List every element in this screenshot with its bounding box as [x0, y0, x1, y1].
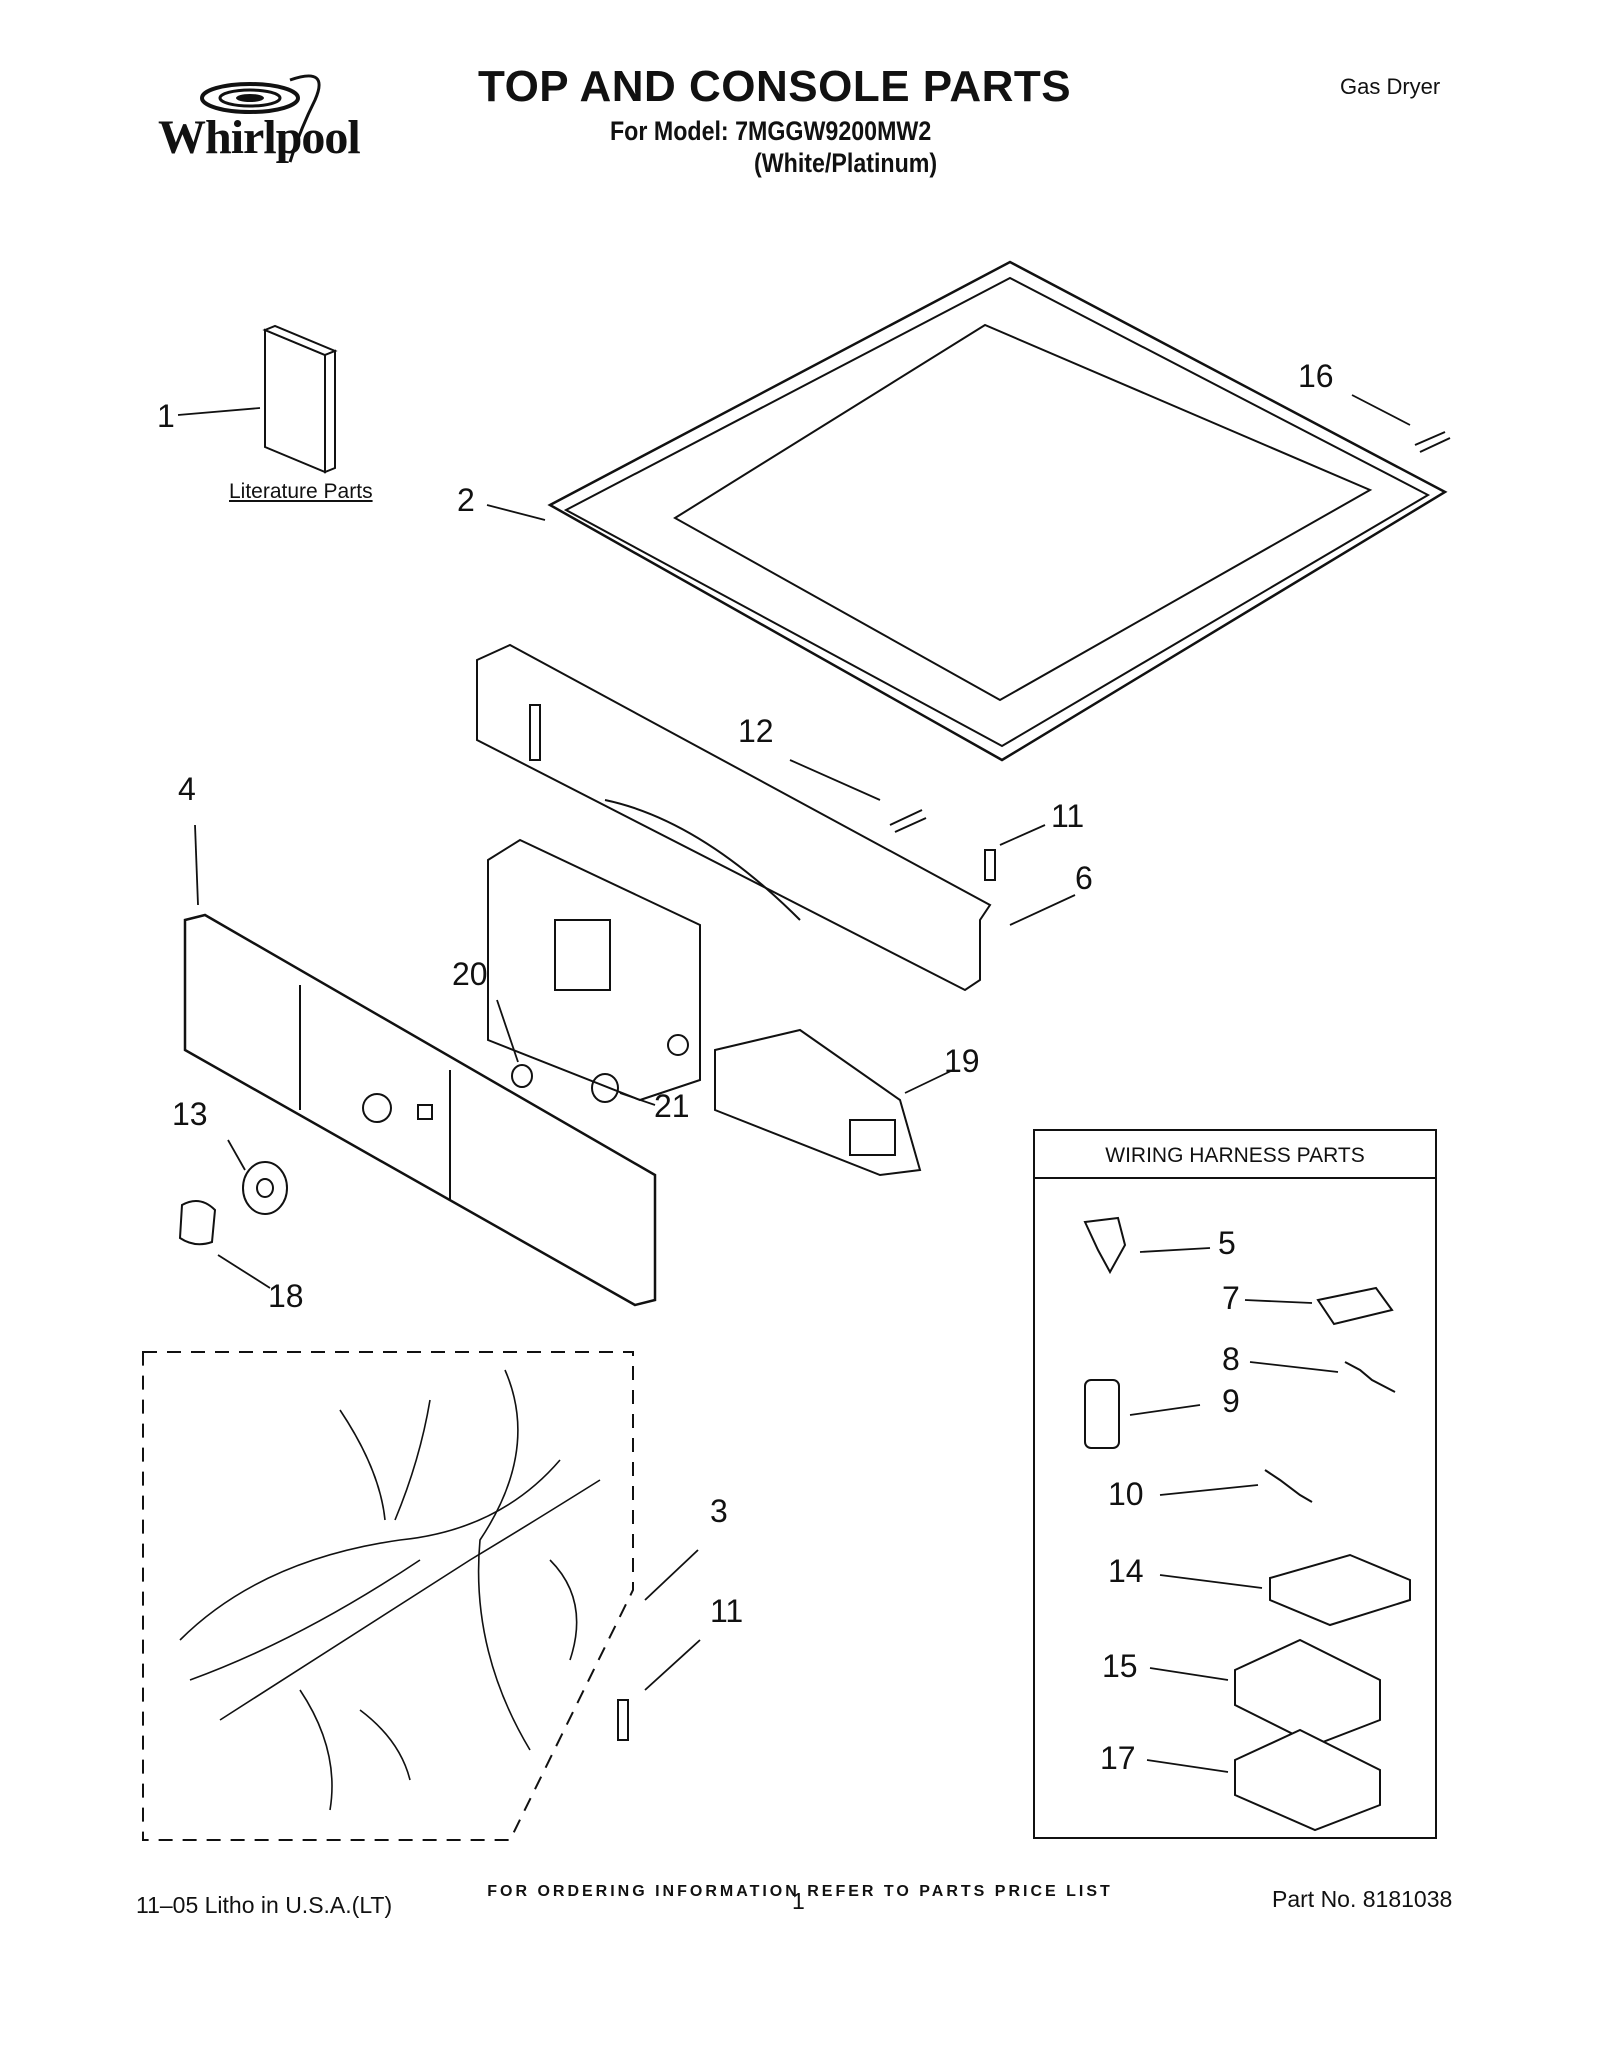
litho-line: 11–05 Litho in U.S.A.(LT)	[136, 1892, 393, 1918]
swirl-icon	[200, 74, 321, 163]
callout-14: 14	[1108, 1553, 1144, 1589]
variant-line: (White/Platinum)	[754, 148, 938, 178]
callout-19: 19	[944, 1043, 980, 1079]
product-type: Gas Dryer	[1340, 74, 1441, 99]
callout-12: 12	[738, 713, 774, 749]
screw-11	[984, 849, 996, 881]
callout-16: 16	[1298, 358, 1334, 394]
page-number: 1	[792, 1888, 805, 1914]
callout-21: 21	[654, 1088, 690, 1124]
console-panel	[183, 913, 657, 1307]
callout-8: 8	[1222, 1341, 1240, 1377]
top-panel	[547, 260, 1448, 762]
knob	[178, 1200, 217, 1246]
part-number: Part No. 8181038	[1272, 1886, 1453, 1912]
screw-11b	[617, 1699, 629, 1741]
callout-17: 17	[1100, 1740, 1136, 1776]
page-title: TOP AND CONSOLE PARTS	[478, 62, 1072, 111]
callout-11b: 11	[710, 1593, 744, 1629]
callout-15: 15	[1102, 1648, 1138, 1684]
callout-4: 4	[178, 771, 196, 807]
wiring-box-title: WIRING HARNESS PARTS	[1105, 1144, 1365, 1167]
callout-18: 18	[268, 1278, 304, 1314]
model-line: For Model: 7MGGW9200MW2	[610, 116, 932, 146]
leader-lines	[177, 394, 1411, 1773]
literature-booklet	[262, 324, 338, 474]
control-housing	[487, 838, 922, 1177]
wire-harness	[179, 1369, 601, 1811]
screw-12	[889, 809, 927, 833]
screw-16	[1414, 431, 1451, 453]
button-21	[591, 1073, 619, 1103]
harness-region	[142, 1351, 634, 1841]
wiring-parts-box	[1033, 1129, 1437, 1839]
callout-10: 10	[1108, 1476, 1144, 1512]
brand-name: Whirlpool	[158, 111, 361, 164]
ordering-note: FOR ORDERING INFORMATION REFER TO PARTS …	[487, 1883, 1113, 1900]
callout-11: 11	[1051, 798, 1085, 834]
callout-9: 9	[1222, 1383, 1240, 1419]
callout-1: 1	[157, 398, 175, 434]
callout-20: 20	[452, 956, 488, 992]
callout-6: 6	[1075, 860, 1093, 896]
callout-7: 7	[1222, 1280, 1240, 1316]
callout-3: 3	[710, 1493, 728, 1529]
callout-13: 13	[172, 1096, 208, 1132]
whirlpool-logo: Whirlpool	[140, 70, 380, 170]
console-bracket	[476, 643, 992, 992]
wiring-parts-art	[1083, 1216, 1411, 1832]
callout-2: 2	[457, 482, 475, 518]
callout-5: 5	[1218, 1225, 1236, 1261]
dial-skirt	[242, 1161, 288, 1215]
button-20	[511, 1064, 533, 1088]
literature-parts-label: Literature Parts	[229, 480, 373, 503]
